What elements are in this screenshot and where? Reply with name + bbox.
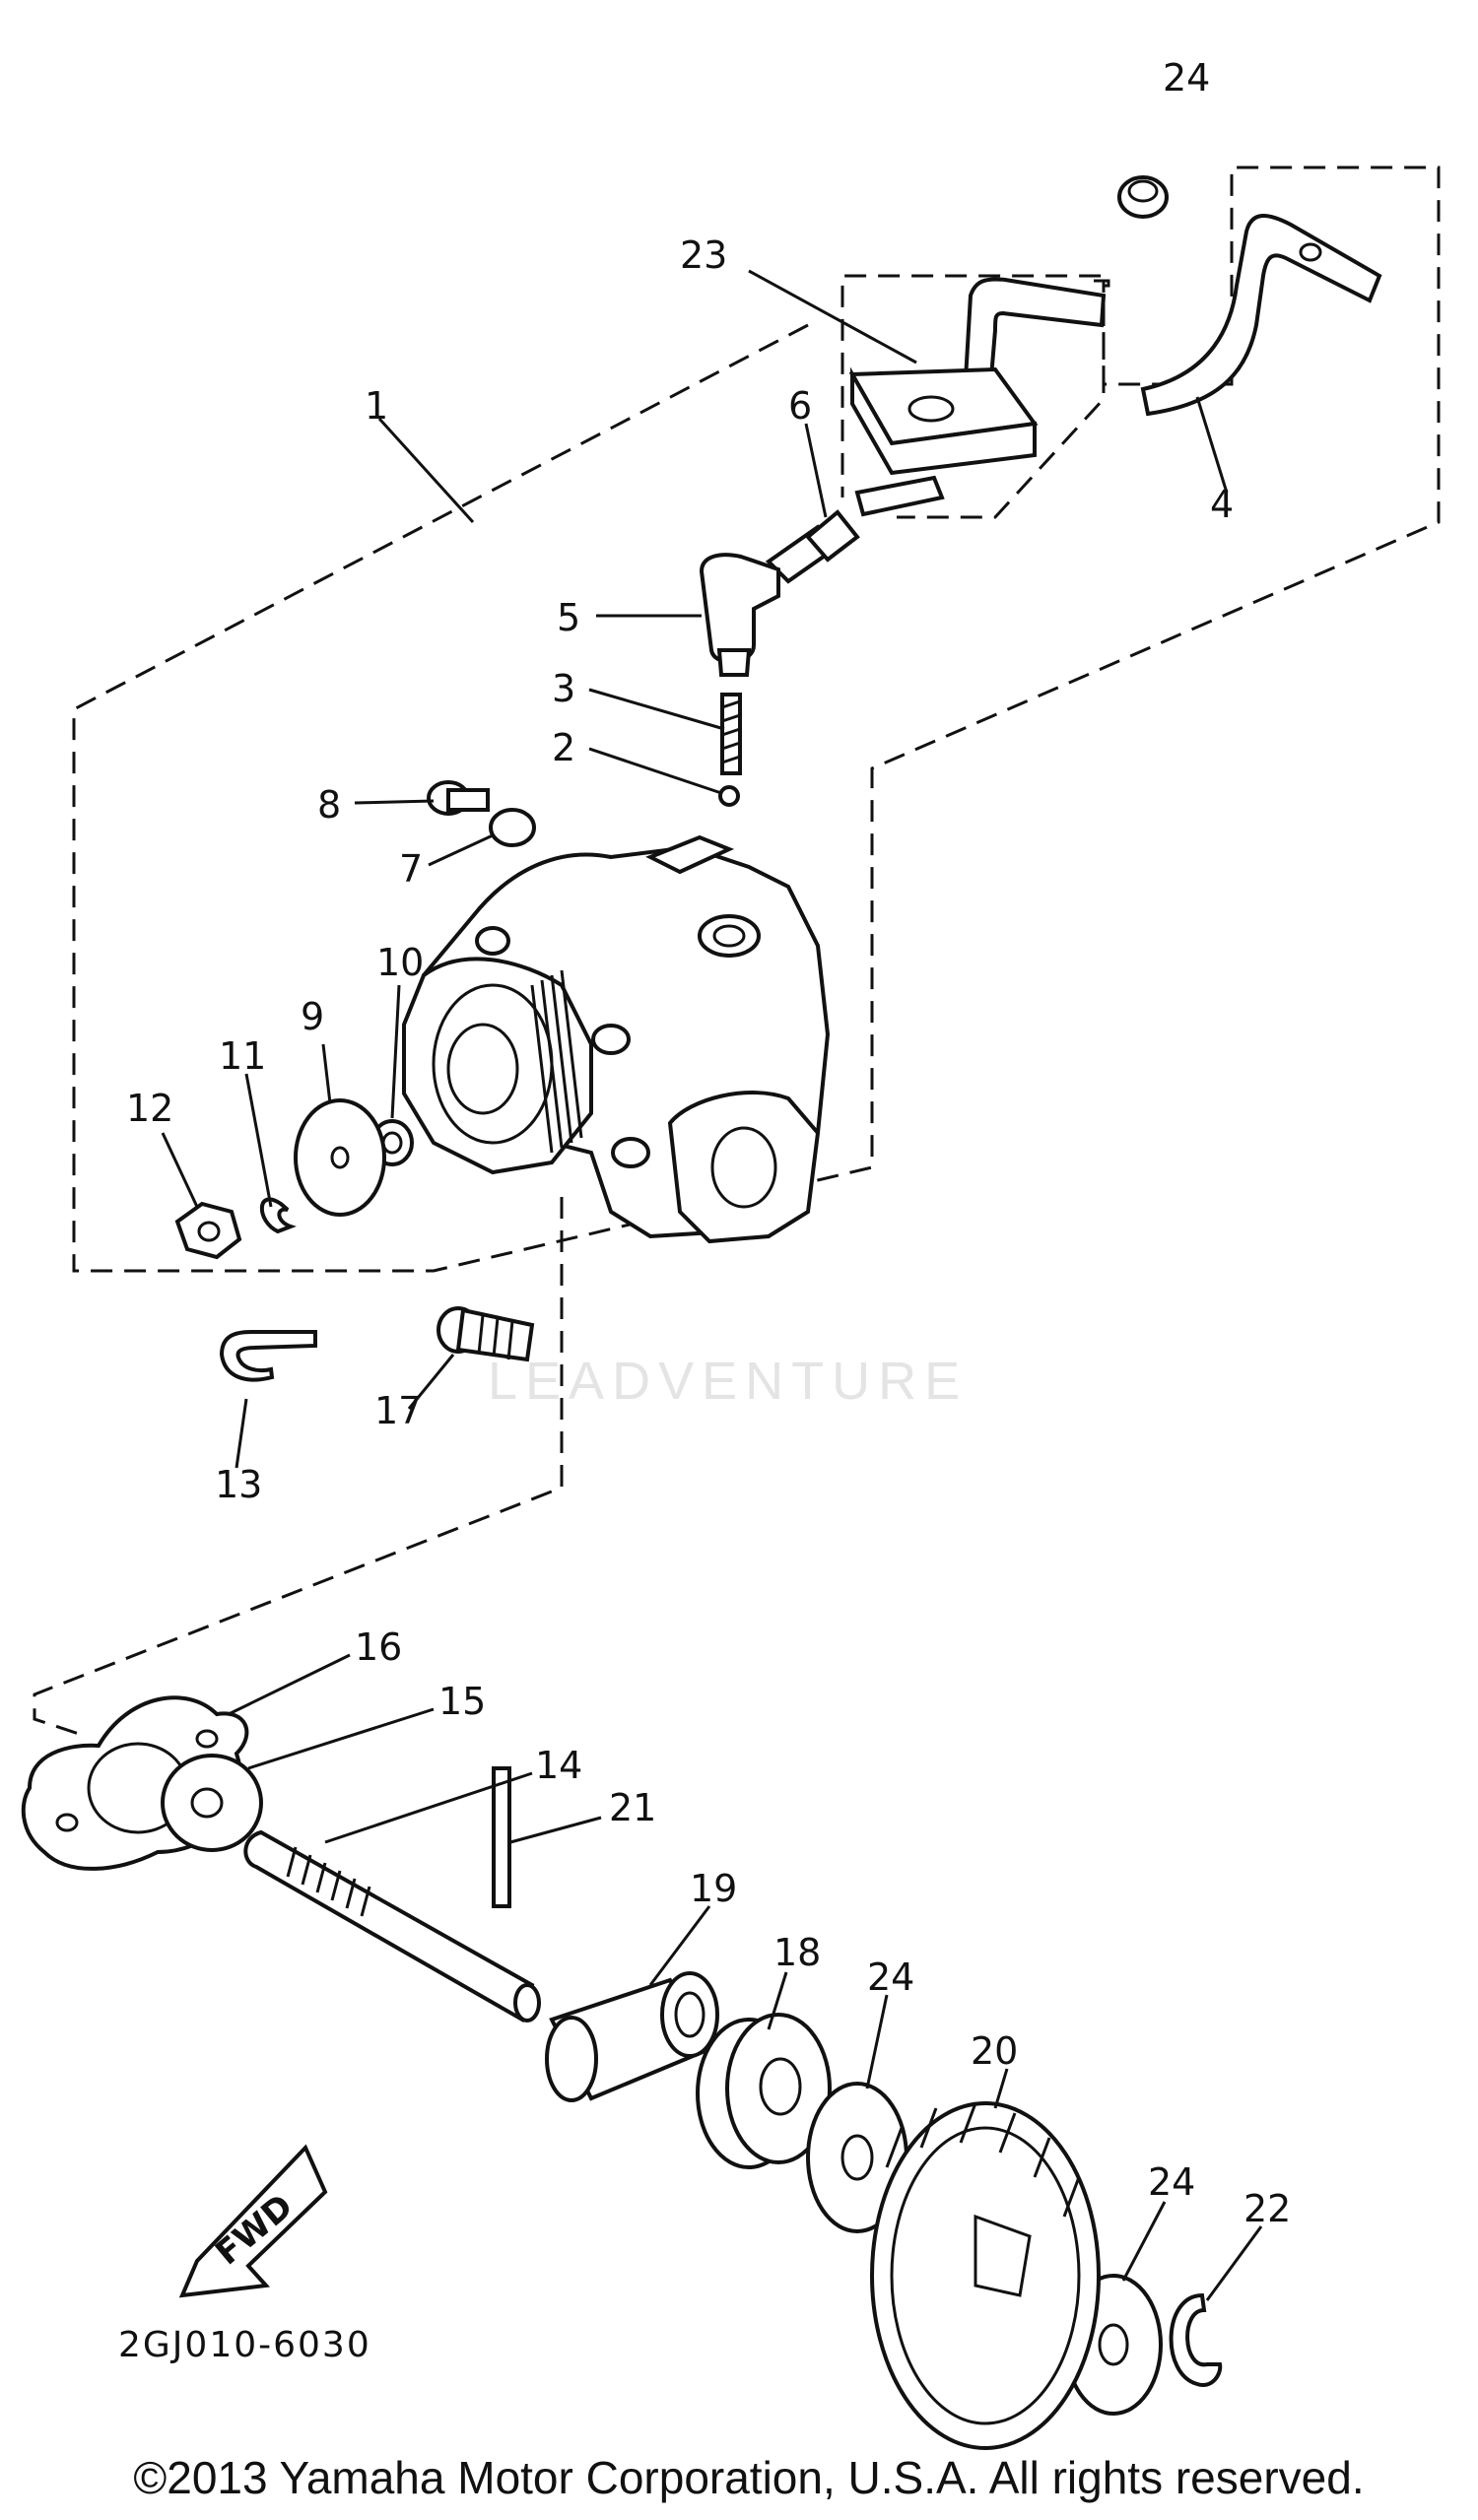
part-14-shaft [243,1829,541,2023]
label-part-21: 21 [609,1786,656,1829]
part-6-fitting [765,509,860,584]
label-part-23: 23 [680,233,727,277]
part-21-pin [492,1766,511,1908]
label-part-8: 8 [317,783,341,827]
label-part-5: 5 [557,596,580,639]
part-3-spring [720,693,742,775]
label-part-6: 6 [788,384,812,428]
label-part-11: 11 [219,1034,266,1078]
part-22-circlip [1169,2292,1223,2387]
label-part-7: 7 [399,847,423,891]
label-part-12: 12 [126,1087,173,1130]
label-part-14: 14 [535,1744,582,1787]
oil-pump-body [402,834,831,1244]
part-12-nut [174,1201,242,1260]
label-part-10: 10 [376,941,424,984]
label-part-1: 1 [365,384,388,428]
part-13-pin [219,1330,317,1382]
leader-lines [161,269,1263,2301]
part-2-ball [718,785,740,807]
part-17-bolt [437,1306,535,1362]
label-part-20: 20 [971,2029,1018,2073]
part-7-washer [489,808,536,847]
fwd-arrow: FWD [178,2144,328,2298]
label-part-15: 15 [438,1680,486,1723]
label-part-13: 13 [215,1463,262,1506]
hose-boundary [897,279,1106,519]
label-part-18: 18 [773,1931,821,1974]
part-4-hose [1140,214,1382,417]
part-number-labels: 24 23 6 4 1 5 3 2 8 7 10 9 11 12 17 13 1… [126,56,1291,2230]
part-25-clip [1117,175,1169,219]
copyright-footer: ©2013 Yamaha Motor Corporation, U.S.A. A… [133,2452,1365,2503]
part-8-screw [427,780,490,816]
label-part-25: 24 [1163,56,1210,99]
label-part-2: 2 [552,726,575,769]
part-20-gear [870,2101,1101,2450]
part-23-oil-pipe [848,277,1107,517]
label-part-24-upper: 24 [867,1956,914,1999]
label-part-17: 17 [374,1389,422,1432]
label-part-24-lower: 24 [1148,2160,1195,2204]
lower-boundary [33,1197,564,1736]
label-part-19: 19 [690,1867,737,1910]
label-part-4: 4 [1210,483,1234,526]
part-19-bushing [545,1971,719,2102]
label-part-22: 22 [1243,2187,1291,2230]
part-9-plate [294,1098,386,1217]
label-part-16: 16 [355,1625,402,1669]
label-part-9: 9 [301,995,324,1038]
drawing-code: 2GJ010-6030 [118,2325,371,2365]
watermark-text: LEADVENTURE [488,1352,968,1411]
part-15-washer [161,1754,263,1852]
part-5-banjo [699,553,780,677]
part-18-bearing [696,2013,832,2169]
part-11-circlip [259,1197,297,1234]
label-part-3: 3 [552,667,575,710]
